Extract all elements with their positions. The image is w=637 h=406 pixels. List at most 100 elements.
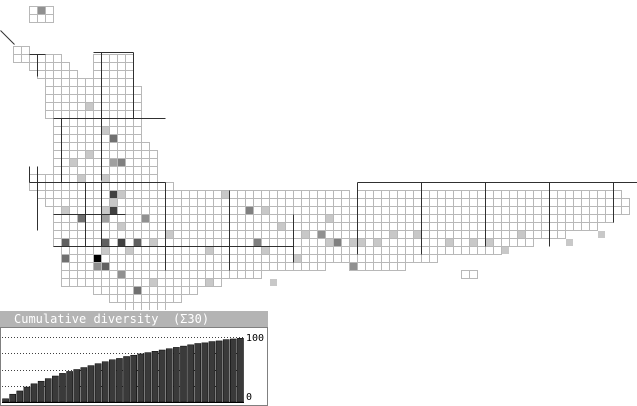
diversity-bar [116, 358, 123, 403]
grid-cell [493, 222, 502, 231]
grid-cell [469, 230, 478, 239]
grid-cell [229, 238, 238, 247]
grid-cell [181, 198, 190, 207]
grid-cell [405, 198, 414, 207]
grid-cell [45, 86, 54, 95]
grid-cell [373, 262, 382, 271]
grid-cell [317, 190, 326, 199]
grid-cell [245, 270, 254, 279]
grid-cell [221, 262, 230, 271]
grid-cell [85, 134, 94, 143]
grid-cell [333, 206, 342, 215]
grid-cell [333, 222, 342, 231]
grid-cell [117, 126, 126, 135]
sample-cells [38, 7, 605, 294]
diversity-bar [194, 343, 202, 403]
grid-cell [173, 286, 182, 295]
grid-cell [461, 238, 470, 247]
grid-cell [181, 246, 190, 255]
grid-cell [117, 94, 126, 103]
grid-cell [341, 230, 350, 239]
grid-cell [221, 206, 230, 215]
grid-cell [277, 214, 286, 223]
grid-cell [197, 246, 206, 255]
grid-cell [317, 238, 326, 247]
grid-cell [61, 270, 70, 279]
grid-cell [597, 206, 606, 215]
grid-cell [485, 190, 494, 199]
grid-cell [53, 190, 62, 199]
grid-cell [309, 238, 318, 247]
grid-cell [117, 70, 126, 79]
grid-cell [469, 222, 478, 231]
grid-cell [125, 102, 134, 111]
grid-cell [317, 246, 326, 255]
diversity-bar [23, 386, 31, 403]
grid-cell [469, 190, 478, 199]
grid-cell [285, 198, 294, 207]
grid-cell [77, 166, 86, 175]
grid-cell [413, 246, 422, 255]
grid-cell [133, 190, 142, 199]
grid-cell [221, 254, 230, 263]
grid-cell [557, 198, 566, 207]
grid-cell [565, 206, 574, 215]
grid-cell [373, 246, 382, 255]
grid-cell [165, 246, 174, 255]
sample-cell [350, 239, 357, 246]
grid-cell [509, 206, 518, 215]
sample-cell [78, 215, 85, 222]
grid-cell [125, 254, 134, 263]
grid-cell [197, 198, 206, 207]
grid-cell [589, 190, 598, 199]
grid-cell [357, 198, 366, 207]
grid-cell [173, 262, 182, 271]
grid-cell [77, 142, 86, 151]
grid-cell [549, 190, 558, 199]
grid-cell [397, 198, 406, 207]
grid-cell [125, 94, 134, 103]
grid-cell [181, 206, 190, 215]
grid-cell [285, 190, 294, 199]
grid-cell [341, 254, 350, 263]
diversity-bar [237, 338, 244, 403]
sample-cell [110, 199, 117, 206]
grid-cell [117, 278, 126, 287]
grid-cell [373, 214, 382, 223]
grid-cell [45, 110, 54, 119]
grid-cell [253, 190, 262, 199]
grid-cell [485, 206, 494, 215]
grid-cell [109, 262, 118, 271]
grid-cell [109, 126, 118, 135]
grid-cell [517, 206, 526, 215]
grid-cell [53, 86, 62, 95]
grid-cell [61, 126, 70, 135]
grid-cell [269, 254, 278, 263]
grid-cell [117, 54, 126, 63]
grid-cell [85, 182, 94, 191]
grid-cell [325, 206, 334, 215]
grid-cell [117, 102, 126, 111]
grid-cell [173, 254, 182, 263]
grid-cell [533, 190, 542, 199]
grid-cell [101, 118, 110, 127]
grid-cell [101, 86, 110, 95]
grid-cell [141, 278, 150, 287]
grid-cell [109, 230, 118, 239]
grid-cell [61, 118, 70, 127]
grid-cell [205, 230, 214, 239]
grid-cell [261, 254, 270, 263]
grid-cell [149, 166, 158, 175]
grid-cell [517, 222, 526, 231]
grid-cell [413, 238, 422, 247]
grid-cell [221, 214, 230, 223]
grid-cell [85, 230, 94, 239]
grid-cell [125, 294, 134, 303]
grid-cell [381, 246, 390, 255]
grid-cell [397, 262, 406, 271]
grid-cell [541, 222, 550, 231]
grid-cell [445, 246, 454, 255]
sample-cell [62, 239, 69, 246]
grid-cell [213, 246, 222, 255]
grid-cell [109, 174, 118, 183]
